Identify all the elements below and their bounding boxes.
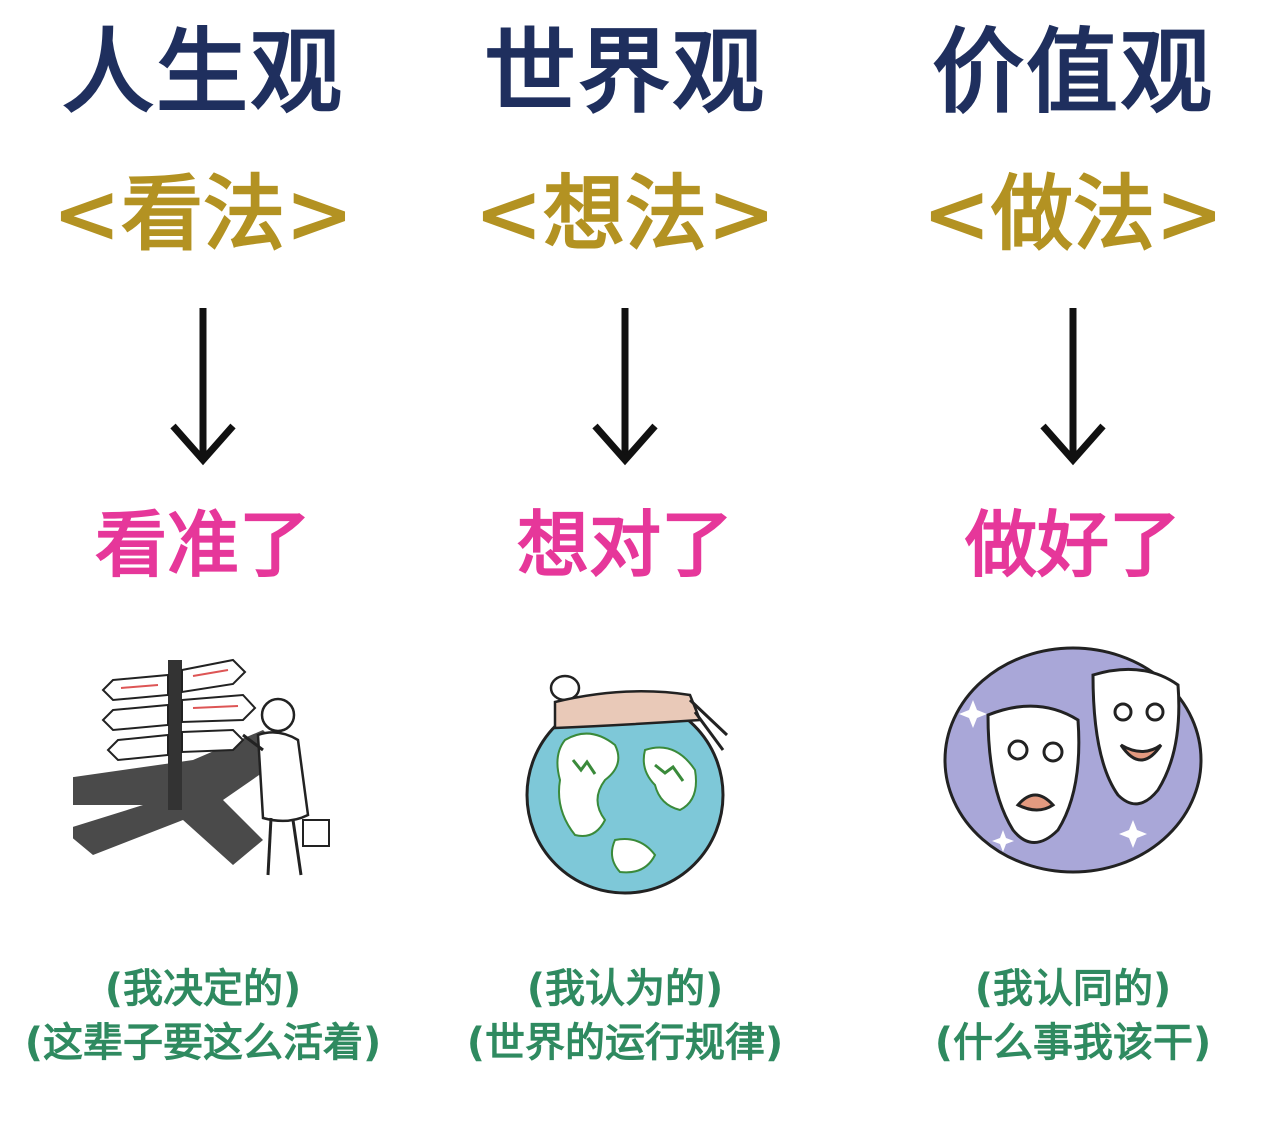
theater-masks-icon [943, 646, 1203, 874]
column-values: 价值观 <做法> 做好了 (我认同的) (什么事我该干) [858, 0, 1282, 1136]
column-result: 想对了 [516, 503, 733, 587]
caption-line-2: (这辈子要这么活着) [24, 1020, 382, 1066]
caption-line-1: (我决定的) [104, 966, 302, 1012]
column-worldview: 世界观 <想法> 想对了 (我认为的) (世界的运行规律) [410, 0, 840, 1136]
caption-line-2: (什么事我该干) [934, 1020, 1212, 1066]
down-arrow-icon [592, 308, 658, 466]
column-title: 人生观 [61, 19, 344, 126]
column-caption: (我认为的) (世界的运行规律) [390, 962, 860, 1070]
caption-line-2: (世界的运行规律) [466, 1020, 784, 1066]
column-result: 看准了 [94, 503, 311, 587]
column-method: <看法> [52, 167, 354, 262]
down-arrow-icon [1040, 308, 1106, 466]
down-arrow-icon [170, 308, 236, 466]
column-caption: (我决定的) (这辈子要这么活着) [0, 962, 438, 1070]
column-outlook-on-life: 人生观 <看法> 看准了 (我决定的) (这辈子要这么活着) [0, 0, 418, 1136]
column-title: 世界观 [483, 19, 766, 126]
signpost-person-icon [73, 658, 330, 876]
caption-line-1: (我认同的) [974, 966, 1172, 1012]
column-title: 价值观 [931, 19, 1214, 126]
column-method: <想法> [474, 167, 776, 262]
globe-icon [525, 674, 729, 895]
column-caption: (我认同的) (什么事我该干) [838, 962, 1282, 1070]
column-result: 做好了 [964, 503, 1181, 587]
column-method: <做法> [922, 167, 1224, 262]
caption-line-1: (我认为的) [526, 966, 724, 1012]
